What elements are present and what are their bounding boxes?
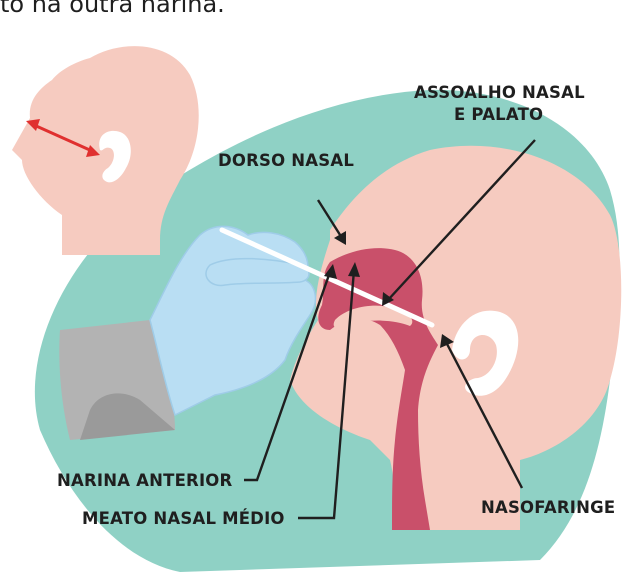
label-nasofaringe: NASOFARINGE xyxy=(481,497,615,518)
label-narina-anterior: NARINA ANTERIOR xyxy=(57,470,232,491)
label-assoalho-line2: E PALATO xyxy=(454,104,543,125)
label-meato-nasal-medio: MEATO NASAL MÉDIO xyxy=(82,508,285,529)
label-dorso-nasal: DORSO NASAL xyxy=(218,150,354,171)
label-assoalho-line1: ASSOALHO NASAL xyxy=(414,82,585,103)
